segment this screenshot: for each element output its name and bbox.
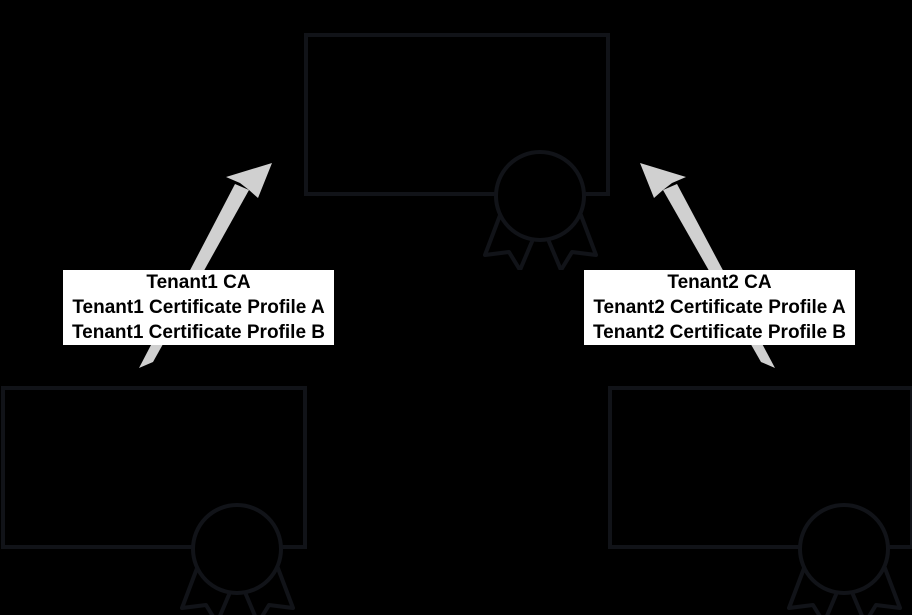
tenant1-ca-line: Tenant1 CA: [146, 272, 251, 293]
tenant2-ca-line: Tenant2 CA: [667, 272, 772, 293]
tenant1-profile-b-line: Tenant1 Certificate Profile B: [71, 322, 326, 343]
tenant1-profile-a-line: Tenant1 Certificate Profile A: [72, 297, 325, 318]
tenant2-profile-b-line: Tenant2 Certificate Profile B: [592, 322, 847, 343]
tenant2-profile-a-line: Tenant2 Certificate Profile A: [593, 297, 846, 318]
tenant2-label-box: Tenant2 CA Tenant2 Certificate Profile A…: [584, 270, 855, 345]
tenant1-label-box: Tenant1 CA Tenant1 Certificate Profile A…: [63, 270, 334, 345]
